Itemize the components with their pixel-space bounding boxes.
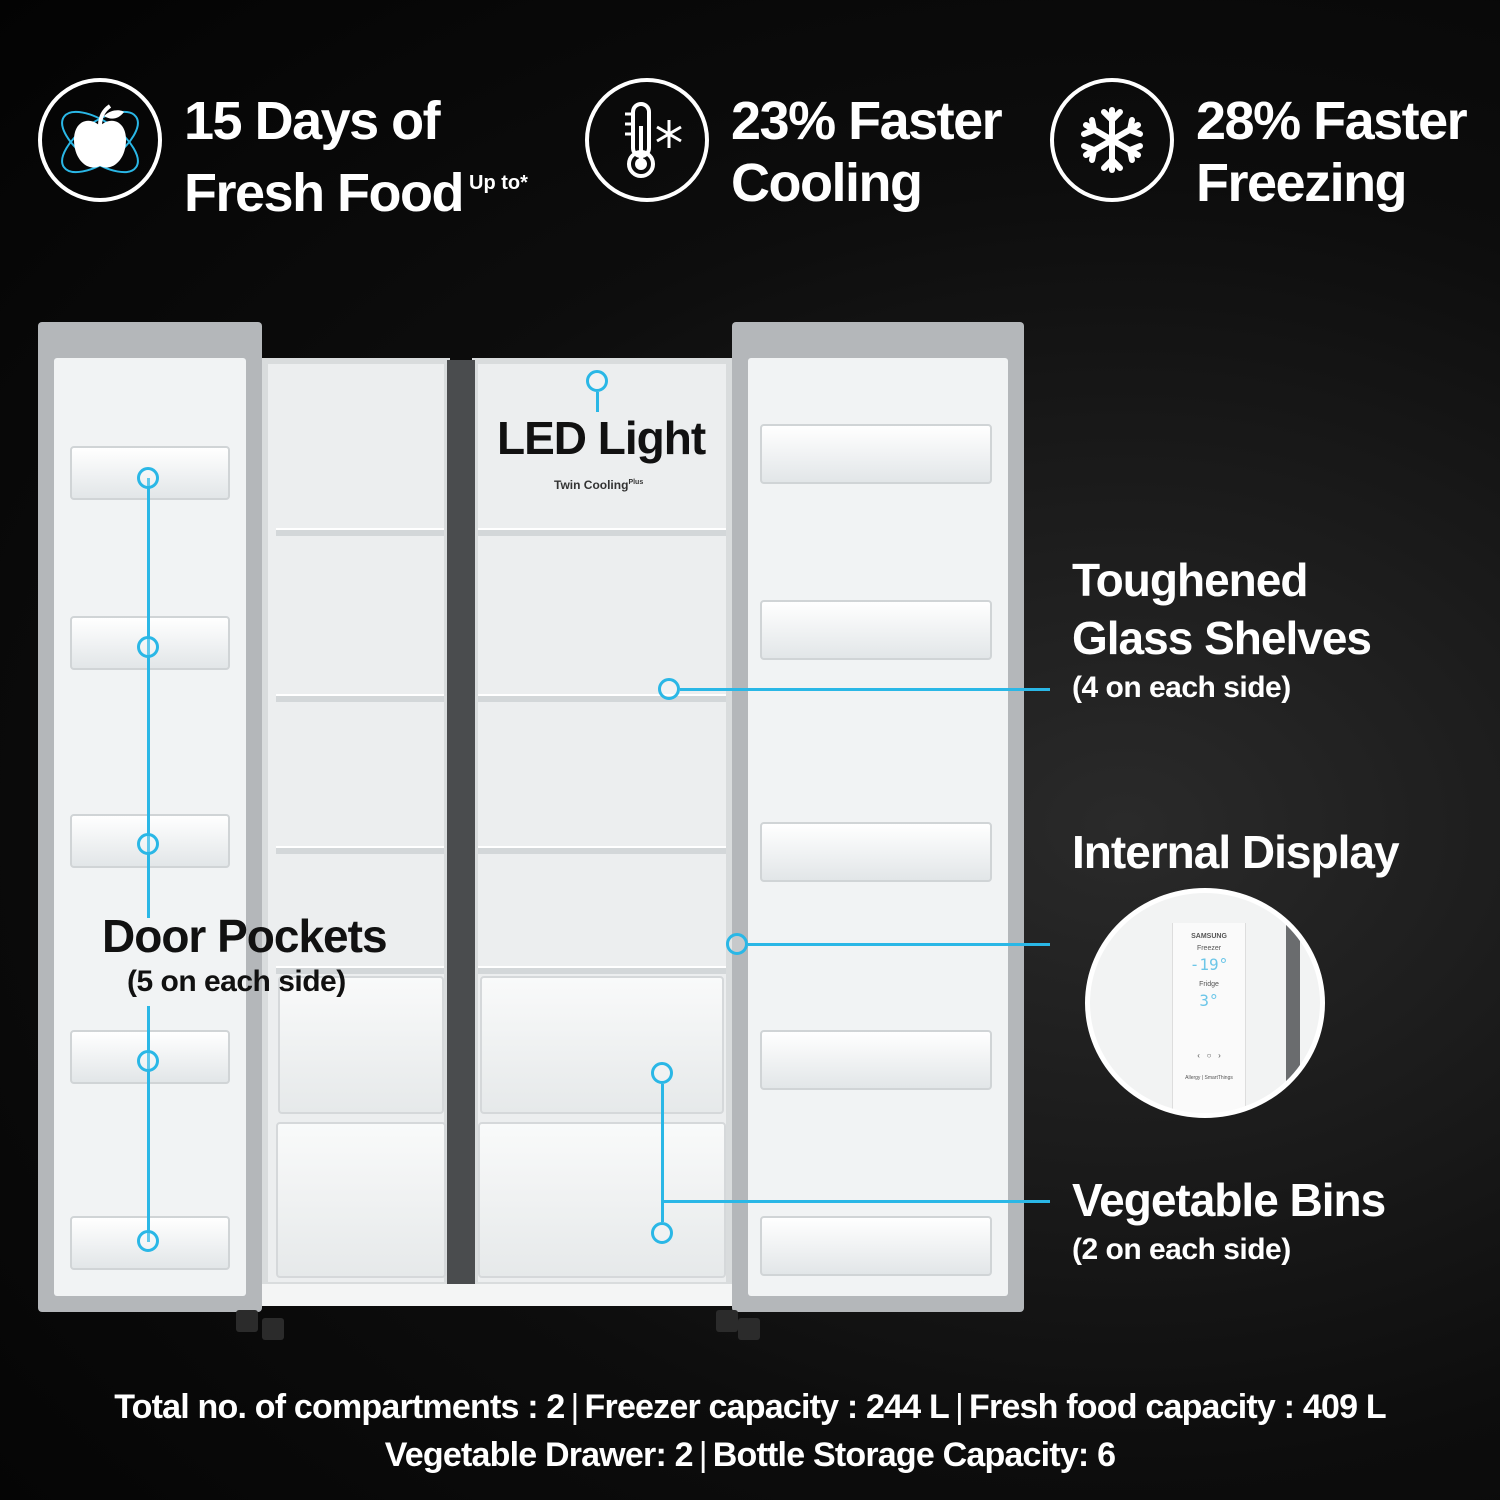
snowflake-icon [1050,78,1174,202]
callout-line [661,1084,664,1222]
vegetable-bin [480,976,724,1114]
door-pockets-label: Door Pockets [102,910,388,962]
specs-line1: Total no. of compartments : 2|Freezer ca… [0,1388,1500,1427]
callout-line [596,392,599,412]
specs-line2: Vegetable Drawer: 2|Bottle Storage Capac… [0,1436,1500,1475]
glass-shelf [276,694,444,702]
glass-shelf [276,846,444,854]
vegetable-bin [276,1122,446,1278]
vegetable-bins-label: Vegetable Bins [1072,1174,1386,1226]
glass-shelf [478,694,726,702]
feature-line1: 15 Days of [184,91,441,151]
glass-shelf [276,528,444,536]
callout-dot [137,1050,159,1072]
door-pocket [760,1030,992,1090]
callout-dot [137,833,159,855]
shelves-label-line2: Glass Shelves [1072,612,1372,664]
spec-fresh-food-capacity: Fresh food capacity : 409 L [969,1388,1387,1426]
door-pocket [760,600,992,660]
door-pocket [760,1216,992,1276]
display-panel: SAMSUNG Freezer -19° Fridge 3° ‹ ○ › All… [1172,923,1246,1113]
feature-line2: Cooling [731,153,923,213]
twin-cooling-text: Twin Cooling [554,478,629,492]
feature-line2: Fresh Food [184,163,465,223]
internal-display-zoom: SAMSUNG Freezer -19° Fridge 3° ‹ ○ › All… [1085,888,1325,1118]
callout-dot [658,678,680,700]
center-divider [447,360,475,1290]
display-fridge-temp: 3° [1199,991,1219,1010]
feature-sup: Up to* [469,172,528,194]
door-pockets-sublabel: (5 on each side) [127,965,346,998]
door-pocket [760,822,992,882]
callout-dot [137,467,159,489]
foot [738,1318,760,1340]
spec-separator: | [955,1388,964,1426]
callout-line [147,1006,150,1242]
spec-bottle-storage: Bottle Storage Capacity: 6 [712,1436,1116,1474]
spec-compartments: Total no. of compartments : 2 [114,1388,565,1426]
display-controls-icon: ‹ ○ › [1197,1051,1221,1060]
glass-shelf [478,846,726,854]
callout-dot [137,1230,159,1252]
twin-cooling-badge: Twin CoolingPlus [554,478,643,492]
callout-dot [137,636,159,658]
callout-dot [726,933,748,955]
glass-shelf [276,966,444,974]
display-footer: Allergy | SmartThings [1185,1075,1233,1081]
shelves-sublabel: (4 on each side) [1072,671,1291,704]
glass-shelf [478,528,726,536]
feature-line1: 28% Faster [1196,91,1468,151]
feature-line2: Freezing [1196,153,1408,213]
display-fridge-label: Fridge [1199,981,1219,988]
feature-line1: 23% Faster [731,91,1003,151]
shelves-label-line1: Toughened [1072,554,1308,606]
spec-vegetable-drawer: Vegetable Drawer: 2 [384,1436,694,1474]
spec-separator: | [698,1436,708,1474]
callout-dot [651,1222,673,1244]
twin-cooling-sup: Plus [628,479,644,486]
callout-line [664,1200,1050,1203]
callout-dot [586,370,608,392]
glass-shelf [478,966,726,974]
display-freezer-label: Freezer [1196,945,1222,952]
vegetable-bins-sublabel: (2 on each side) [1072,1233,1291,1266]
display-brand: SAMSUNG [1191,933,1227,940]
spec-freezer-capacity: Freezer capacity : 244 L [584,1388,950,1426]
thermometer-snowflake-icon [585,78,709,202]
callout-line [147,478,150,918]
callout-dot [651,1062,673,1084]
foot [716,1310,738,1332]
apple-icon [38,78,162,202]
vegetable-bin [278,976,444,1114]
door-pocket [760,424,992,484]
led-light-label: LED Light [497,412,706,464]
foot [262,1318,284,1340]
cabinet-base [262,1284,732,1306]
callout-line [748,943,1050,946]
callout-line [680,688,1050,691]
display-freezer-temp: -19° [1189,955,1229,974]
spec-separator: | [570,1388,580,1426]
foot [236,1310,258,1332]
internal-display-label: Internal Display [1072,826,1400,878]
